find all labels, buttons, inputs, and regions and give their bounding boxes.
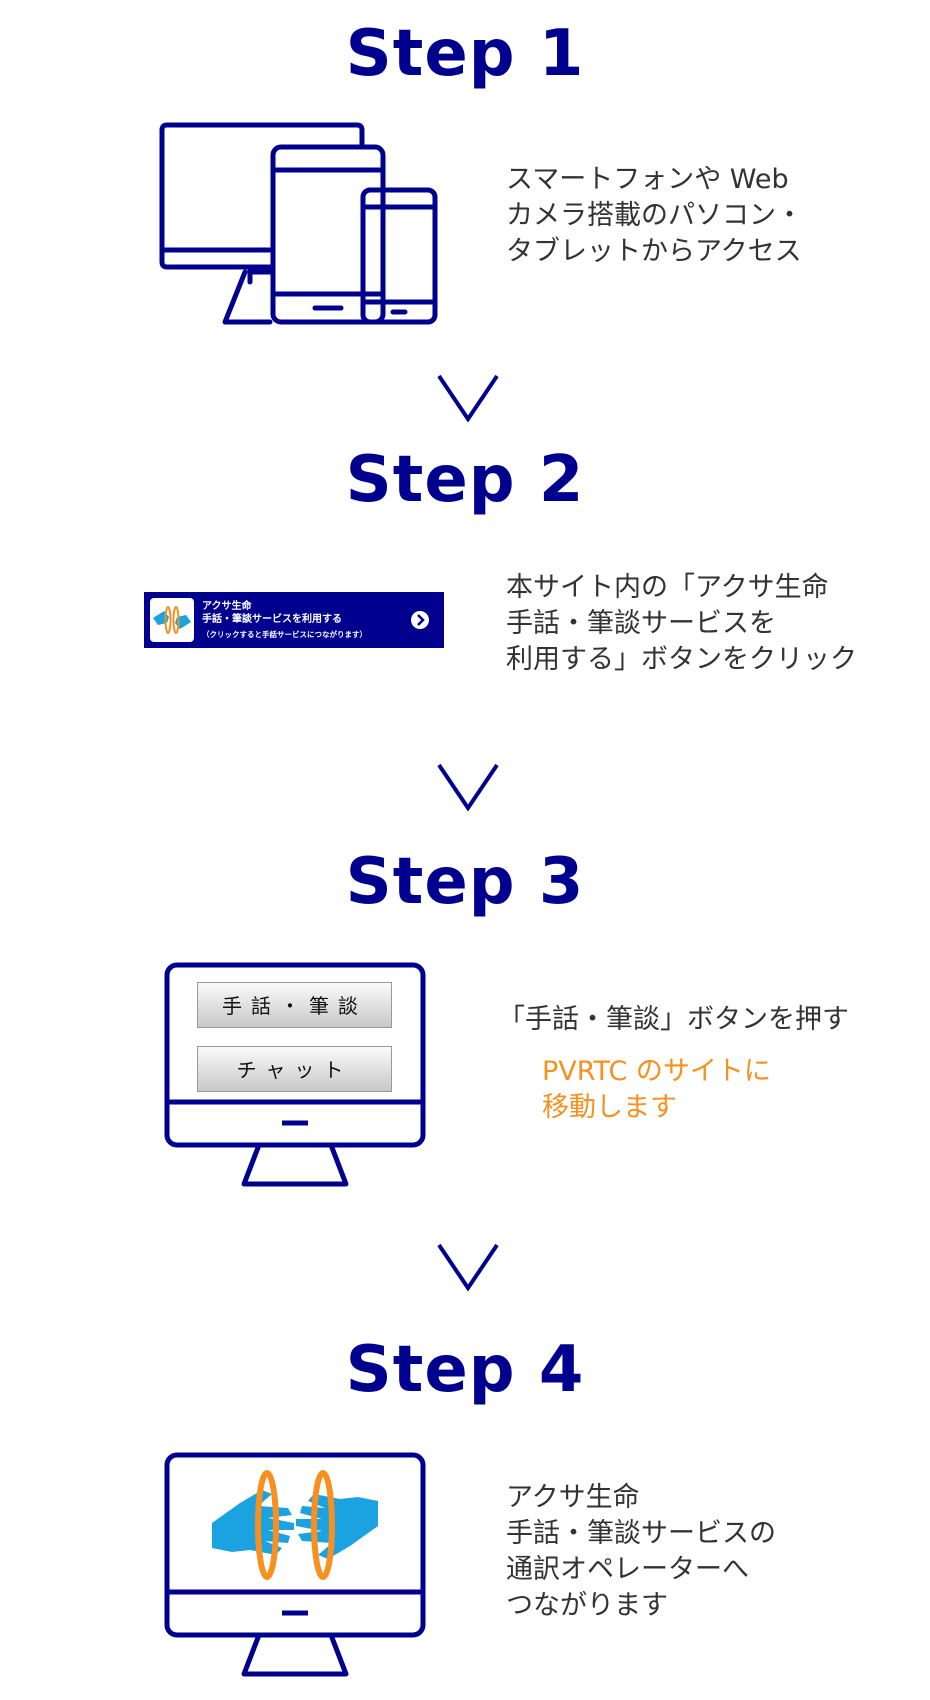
banner-line-3: （クリックすると手話サービスにつながります） bbox=[202, 629, 367, 639]
step-3-note: PVRTC のサイトに 移動します bbox=[542, 1054, 771, 1126]
sign-language-hands-icon bbox=[212, 1470, 378, 1580]
step-4-description: アクサ生命 手話・筆談サービスの 通訳オペレーターへ つながります bbox=[506, 1480, 776, 1624]
step-2-line: 手話・筆談サービスを bbox=[506, 608, 776, 639]
step-2-line: 本サイト内の「アクサ生命 bbox=[506, 572, 829, 603]
step-1-line: カメラ搭載のパソコン・ bbox=[506, 200, 803, 231]
banner-line-1: アクサ生命 bbox=[202, 600, 252, 612]
step-2-line: 利用する」ボタンをクリック bbox=[506, 644, 857, 675]
step-3-description: 「手話・筆談」ボタンを押す bbox=[498, 1002, 849, 1038]
sign-language-hands-icon bbox=[153, 606, 191, 634]
step-4-line: つながります bbox=[506, 1590, 668, 1621]
screen-chat-button: チャット bbox=[197, 1046, 392, 1092]
chevron-down-icon bbox=[437, 763, 499, 811]
sign-language-service-banner-button[interactable]: アクサ生命 手話・筆談サービスを利用する （クリックすると手話サービスにつながり… bbox=[144, 592, 444, 648]
chevron-down-icon bbox=[437, 374, 499, 422]
step-3-note-line: PVRTC のサイトに bbox=[542, 1056, 771, 1087]
step-4-title: Step 4 bbox=[345, 1333, 585, 1407]
step-3-line: 「手話・筆談」ボタンを押す bbox=[498, 1004, 849, 1035]
devices-icon bbox=[159, 122, 438, 325]
step-1-line: スマートフォンや Web bbox=[506, 164, 789, 195]
step-3-note-line: 移動します bbox=[542, 1092, 677, 1123]
banner-logo bbox=[150, 598, 194, 642]
monitor-icon bbox=[164, 1452, 426, 1677]
chevron-right-circle-icon bbox=[411, 611, 429, 629]
monitor-icon bbox=[164, 962, 426, 1187]
step-4-line: 通訳オペレーターへ bbox=[506, 1554, 749, 1585]
step-4-line: 手話・筆談サービスの bbox=[506, 1518, 776, 1549]
step-1-description: スマートフォンや Web カメラ搭載のパソコン・ タブレットからアクセス bbox=[506, 162, 803, 270]
step-3-title: Step 3 bbox=[345, 845, 585, 919]
step-2-title: Step 2 bbox=[345, 443, 585, 517]
step-1-title: Step 1 bbox=[345, 17, 585, 91]
banner-line-2: 手話・筆談サービスを利用する bbox=[202, 613, 342, 625]
chevron-down-icon bbox=[437, 1243, 499, 1291]
step-4-line: アクサ生命 bbox=[506, 1482, 640, 1513]
step-1-line: タブレットからアクセス bbox=[506, 236, 802, 267]
step-2-description: 本サイト内の「アクサ生命 手話・筆談サービスを 利用する」ボタンをクリック bbox=[506, 570, 857, 678]
screen-sign-language-button: 手話・筆談 bbox=[197, 982, 392, 1028]
banner-text: アクサ生命 手話・筆談サービスを利用する （クリックすると手話サービスにつながり… bbox=[202, 600, 367, 641]
